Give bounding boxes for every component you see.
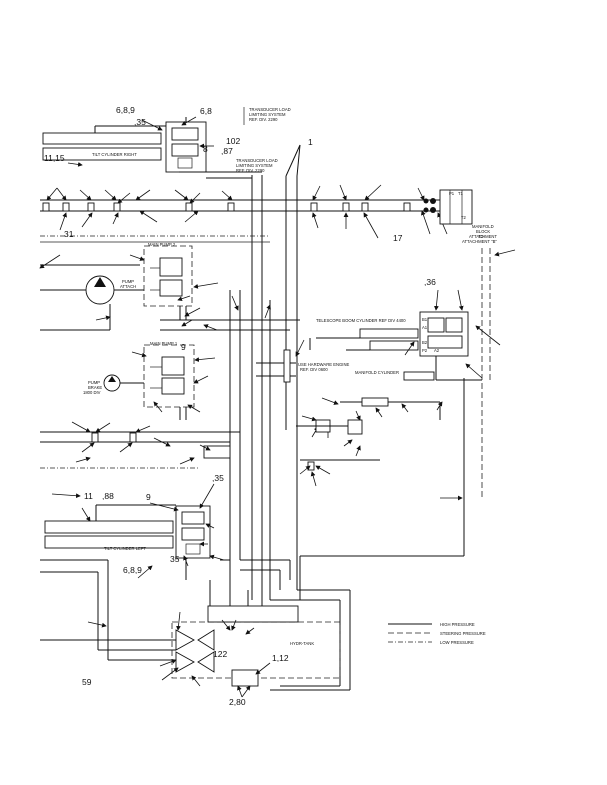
callout-122: 122 (213, 649, 227, 659)
callout-88: ,88 (102, 491, 114, 501)
svg-text:A1: A1 (422, 325, 428, 330)
svg-text:BLOCK: BLOCK (476, 229, 490, 234)
callout-35-mid: ,35 (212, 473, 224, 483)
svg-text:1800 DIV: 1800 DIV (83, 390, 101, 395)
svg-text:ATTACH: ATTACH (120, 284, 136, 289)
callout-17: 17 (393, 233, 403, 243)
svg-text:PUMP: PUMP (88, 380, 100, 385)
pump-brake: PUMP BRAKE 1800 DIV (83, 374, 144, 395)
callout-35-low: 35 (170, 554, 180, 564)
svg-text:P2: P2 (422, 348, 428, 353)
svg-text:REF. DIV 0600: REF. DIV 0600 (300, 367, 328, 372)
svg-text:LIMITING SYSTEM: LIMITING SYSTEM (249, 112, 286, 117)
main-trunk-lines (179, 171, 298, 610)
svg-text:HYDR-TANK: HYDR-TANK (290, 641, 314, 646)
main-pump-2-block: MAIN PUMP 2 (143, 242, 193, 307)
callout-31: 31 (64, 229, 74, 239)
manifold-cylinder: MANIFOLD CYLINDER (340, 370, 441, 420)
tilt-cylinder-right: TILT CYLINDER RIGHT (42, 125, 168, 161)
see-hardware-engine: USE HARDWARE ENGINE REF. DIV 0600 (256, 349, 349, 383)
svg-text:TELESCOPE BOOM CYLINDER REF DI: TELESCOPE BOOM CYLINDER REF DIV 4400 (316, 318, 406, 323)
to-attachment-b: TO ATTACHMENT "B" (462, 234, 497, 500)
top-rail (40, 184, 448, 239)
svg-text:TRANSDUCER LOAD: TRANSDUCER LOAD (236, 158, 278, 163)
svg-text:T1: T1 (458, 191, 464, 196)
svg-text:USE HARDWARE ENGINE: USE HARDWARE ENGINE (298, 362, 349, 367)
manifold-block-attachment: P1 T1 T2 MANIFOLD BLOCK ATTACHMENT (423, 189, 497, 239)
callout-2-80: 2,80 (229, 697, 246, 707)
svg-text:TILT CYLINDER LEFT: TILT CYLINDER LEFT (104, 546, 146, 551)
transducer-load-limiting-2: TRANSDUCER LOAD LIMITING SYSTEM REF. DIV… (236, 158, 278, 173)
callout-6-8-9-top: 6,8,9 (116, 105, 135, 115)
svg-text:BRAKE: BRAKE (88, 385, 102, 390)
callout-35-top: ,35 (134, 117, 146, 127)
tilt-right-valve-block (165, 117, 207, 173)
legend-low: LOW PRESSURE (440, 640, 474, 645)
svg-text:A2: A2 (434, 348, 440, 353)
svg-text:PUMP: PUMP (122, 279, 134, 284)
lower-rail (40, 421, 380, 487)
callout-11-15: 11,15 (44, 153, 65, 163)
svg-text:T2: T2 (461, 215, 467, 220)
telescope-valve-block: B1 A1 B2 P2 A2 (419, 311, 469, 357)
main-pump-1-block: MAIN PUMP 1 (143, 341, 195, 408)
svg-text:MAIN PUMP 1: MAIN PUMP 1 (150, 341, 178, 346)
telescope-boom-cylinder: TELESCOPE BOOM CYLINDER REF DIV 4400 (316, 318, 419, 351)
hydraulic-tank: HYDR-TANK (171, 605, 341, 687)
svg-text:ATTACHMENT "B": ATTACHMENT "B" (462, 239, 497, 244)
legend-high: HIGH PRESSURE (440, 622, 475, 627)
callout-6-8-9-low: 6,8,9 (123, 565, 142, 575)
svg-text:MANIFOLD: MANIFOLD (472, 224, 494, 229)
callout-11: 11 (84, 491, 93, 501)
callout-36: ,36 (424, 277, 436, 287)
svg-text:ATTACHMENT: ATTACHMENT (469, 234, 497, 239)
callout-1-12: 1,12 (272, 653, 289, 663)
legend: HIGH PRESSURE STEERING PRESSURE LOW PRES… (388, 622, 486, 645)
pump-attach: PUMP ATTACH (40, 264, 144, 331)
svg-text:B1: B1 (422, 317, 428, 322)
svg-text:MAIN PUMP 2: MAIN PUMP 2 (148, 242, 176, 247)
transducer-load-limiting-1: TRANSDUCER LOAD LIMITING SYSTEM REF. DIV… (243, 107, 291, 125)
callout-1: 1 (308, 137, 313, 147)
callout-102: 102 (226, 136, 240, 146)
svg-text:TRANSDUCER LOAD: TRANSDUCER LOAD (249, 107, 291, 112)
tilt-right-label: TILT CYLINDER RIGHT (92, 152, 137, 157)
tilt-cylinder-left: TILT CYLINDER LEFT (44, 504, 176, 551)
svg-text:REF. DIV. 2290: REF. DIV. 2290 (249, 117, 278, 122)
svg-text:REF. DIV. 2290: REF. DIV. 2290 (236, 168, 265, 173)
svg-text:LIMITING SYSTEM: LIMITING SYSTEM (236, 163, 273, 168)
legend-steering: STEERING PRESSURE (440, 631, 486, 636)
callout-6-8-top: 6,8 (200, 106, 212, 116)
callout-59: 59 (82, 677, 92, 687)
svg-text:B2: B2 (422, 340, 428, 345)
callout-9: 9 (181, 342, 186, 352)
tilt-left-valve-block (175, 505, 211, 559)
svg-text:MANIFOLD CYLINDER: MANIFOLD CYLINDER (355, 370, 399, 375)
callout-9b: 9 (146, 492, 151, 502)
svg-text:P1: P1 (449, 191, 455, 196)
svg-text:TO: TO (478, 234, 484, 239)
callout-87: ,87 (221, 146, 233, 156)
callout-8: 8 (203, 144, 208, 154)
